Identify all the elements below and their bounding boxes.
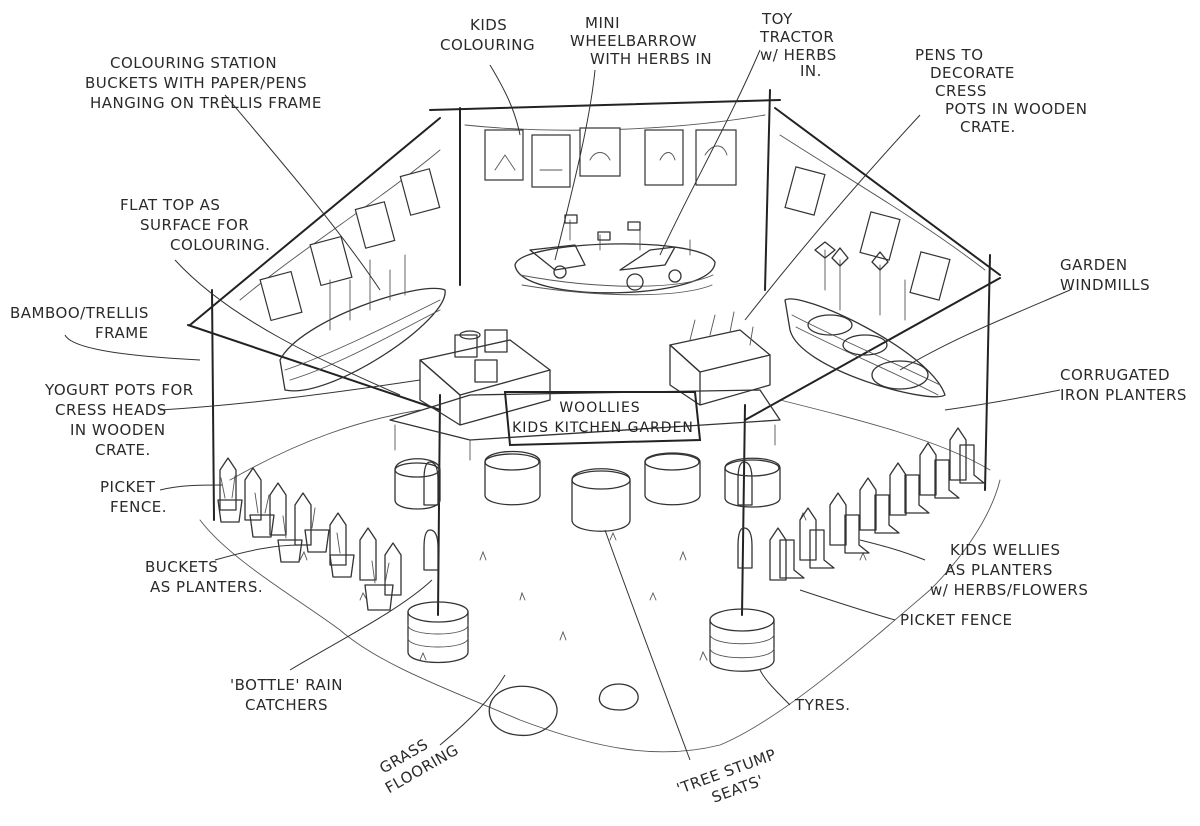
label-toy-tractor: TOY TRACTOR w/ HERBS IN. [759,10,842,80]
picket-fences [219,427,967,596]
label-buckets-planters: BUCKETS AS PLANTERS. [145,558,263,596]
label-colouring-station: COLOURING STATION BUCKETS WITH PAPER/PEN… [85,54,322,112]
grass-floor [199,399,1001,753]
buckets-wellies [217,444,985,611]
flat-top-table [389,389,781,461]
label-corrugated-planters: CORRUGATED IRON PLANTERS [1060,366,1187,404]
bamboo-frame [187,89,1001,616]
leader-lines [64,49,1071,761]
label-bamboo-frame: BAMBOO/TRELLIS FRAME [10,304,154,342]
hanging-pictures [259,127,951,322]
label-bottle-rain: 'BOTTLE' RAIN CATCHERS [230,676,348,714]
label-mini-wheelbarrow: MINI WHEELBARROW WITH HERBS IN [570,14,712,68]
label-flat-top: FLAT TOP AS SURFACE FOR COLOURING. [120,196,270,254]
label-pens-decorate: PENS TO DECORATE CRESS POTS IN WOODEN CR… [915,46,1093,136]
label-tyres: TYRES. [794,696,851,714]
sign-title: WOOLLIES [559,400,640,416]
label-picket-fence-left: PICKET FENCE. [100,478,167,516]
sign-subtitle: KIDS KITCHEN GARDEN [512,420,694,436]
wooden-crates [419,311,771,426]
tyres-bottles [407,461,775,672]
corrugated-planters [279,214,946,398]
label-picket-fence-right: PICKET FENCE [900,611,1012,629]
garden-sign: WOOLLIES KIDS KITCHEN GARDEN [503,391,702,447]
label-tree-stump: 'TREE STUMP SEATS' [674,744,790,817]
label-grass-flooring: GRASS FLOORING [372,723,462,797]
label-kids-wellies: KIDS WELLIES AS PLANTERS w/ HERBS/FLOWER… [930,541,1088,599]
label-garden-windmills: GARDEN WINDMILLS [1060,256,1150,294]
tree-stump-seats [394,450,781,532]
label-kids-colouring: KIDS COLOURING [440,16,535,54]
label-yogurt-pots: YOGURT POTS FOR CRESS HEADS IN WOODEN CR… [44,381,199,459]
